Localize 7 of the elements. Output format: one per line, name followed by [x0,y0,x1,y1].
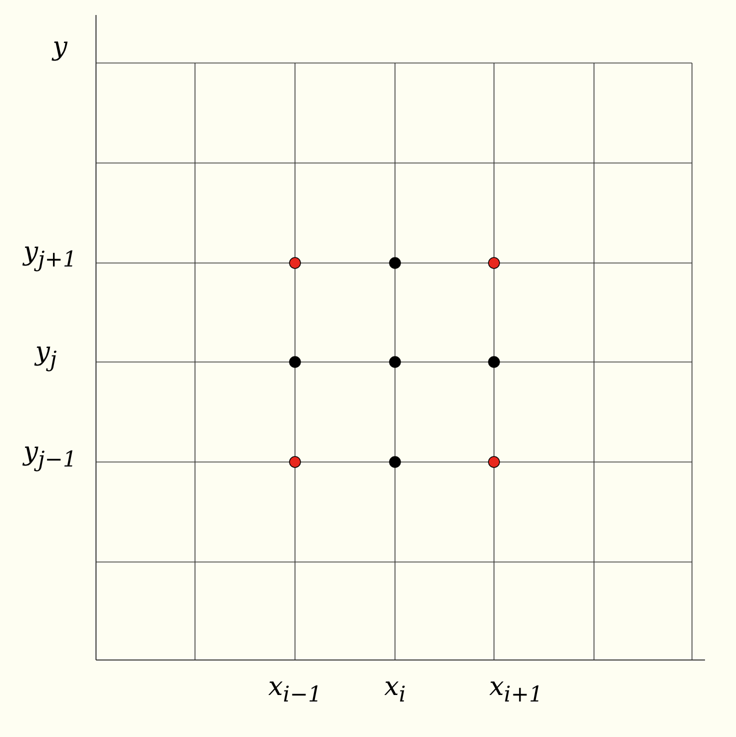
axis-label: y$_{j}$ [35,339,57,371]
axis-label: y$_{j−1}$ [23,439,77,471]
axis-label: y$_{j+1}$ [23,239,77,271]
axis-label: x$_{i+1}$ [489,674,543,706]
axis-label: y [52,34,68,60]
axis-label: x$_{i}$ [384,674,406,706]
axis-label: x$_{i−1}$ [268,674,322,706]
